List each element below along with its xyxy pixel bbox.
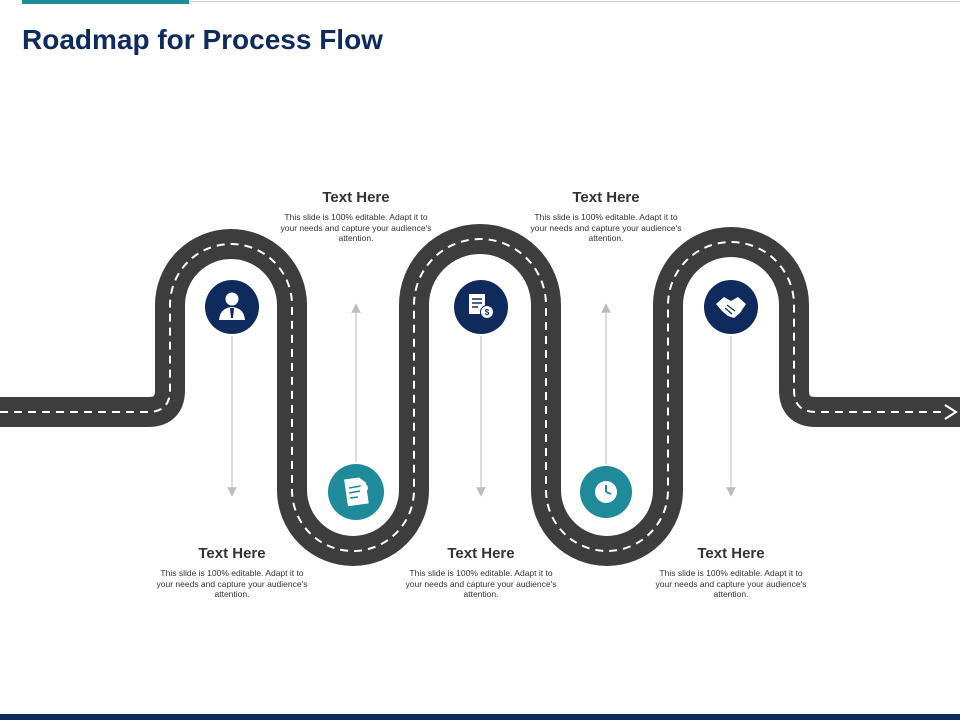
step-2-text: Text Here This slide is 100% editable. A… <box>276 189 436 244</box>
step-heading: Text Here <box>322 189 390 206</box>
slide-title: Roadmap for Process Flow <box>22 24 383 55</box>
step-3-text: Text Here This slide is 100% editable. A… <box>401 545 561 600</box>
step-heading: Text Here <box>447 545 515 562</box>
step-heading: Text Here <box>198 545 266 562</box>
step-5-text: Text Here This slide is 100% editable. A… <box>651 545 811 600</box>
step-4-text: Text Here This slide is 100% editable. A… <box>526 189 686 244</box>
step-1-text: Text Here This slide is 100% editable. A… <box>152 545 312 600</box>
step-description: This slide is 100% editable. Adapt it to… <box>655 568 807 599</box>
step-description: This slide is 100% editable. Adapt it to… <box>530 212 682 243</box>
businessman-icon <box>205 280 259 334</box>
step-description: This slide is 100% editable. Adapt it to… <box>156 568 308 599</box>
step-description: This slide is 100% editable. Adapt it to… <box>405 568 557 599</box>
handshake-icon <box>704 280 758 334</box>
road-end-arrow <box>944 404 958 420</box>
invoice-money-bag-icon: $ <box>454 280 508 334</box>
document-location-icon <box>328 464 384 520</box>
clock-icon <box>580 466 632 518</box>
bottom-footer-bar <box>0 714 960 720</box>
road-center-line <box>0 238 945 552</box>
svg-text:$: $ <box>485 308 490 317</box>
top-accent-bar <box>22 0 189 4</box>
step-description: This slide is 100% editable. Adapt it to… <box>280 212 432 243</box>
top-divider-line <box>189 1 960 2</box>
step-heading: Text Here <box>697 545 765 562</box>
step-heading: Text Here <box>572 189 640 206</box>
